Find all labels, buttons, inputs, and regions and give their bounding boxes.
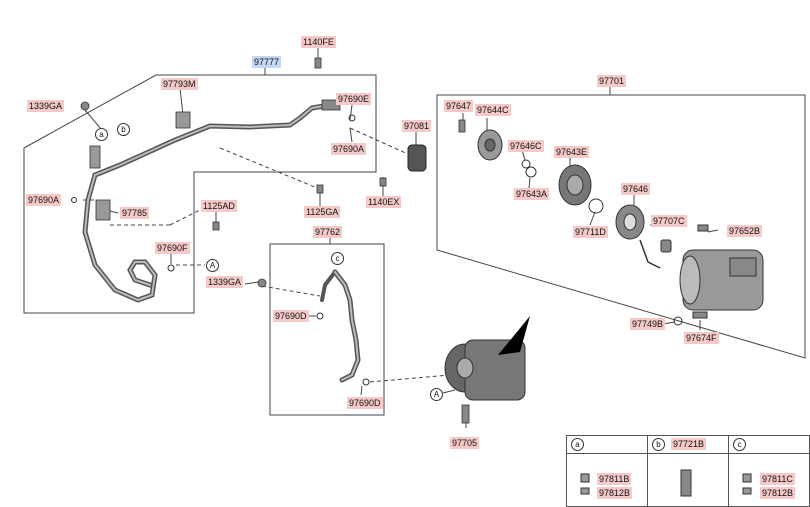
variant-col-a bbox=[567, 436, 648, 506]
label-97762[interactable]: 97762 bbox=[313, 226, 343, 238]
fitting-icon-c2 bbox=[742, 487, 752, 495]
label-97811C[interactable]: 97811C bbox=[760, 473, 795, 485]
label-1140EX[interactable]: 1140EX bbox=[366, 196, 402, 208]
clutch-disc-97644C bbox=[477, 129, 503, 161]
nut-1339GA-top bbox=[80, 101, 90, 111]
bolt-1125AD bbox=[212, 221, 220, 231]
table-callout-c: c bbox=[733, 438, 746, 451]
compressor-assembly bbox=[444, 339, 526, 401]
table-part-icons bbox=[580, 469, 752, 497]
callout-A-bottom: A bbox=[430, 388, 443, 401]
label-97690A-right[interactable]: 97690A bbox=[331, 143, 367, 155]
label-97785[interactable]: 97785 bbox=[120, 207, 150, 219]
receiver-drier bbox=[407, 144, 427, 172]
snap-ring-97643A bbox=[525, 166, 537, 178]
label-97711D[interactable]: 97711D bbox=[573, 226, 608, 238]
label-97701[interactable]: 97701 bbox=[597, 75, 627, 87]
bolt-1140FE bbox=[314, 57, 322, 69]
label-97707C[interactable]: 97707C bbox=[651, 215, 687, 227]
bolt-97647 bbox=[458, 119, 466, 133]
callout-b: b bbox=[117, 123, 130, 136]
hose-assembly-frame bbox=[23, 74, 377, 314]
pulley-97643E bbox=[558, 164, 592, 206]
compressor-frame bbox=[436, 94, 806, 359]
label-97793M[interactable]: 97793M bbox=[161, 78, 198, 90]
label-97690D-1[interactable]: 97690D bbox=[273, 310, 309, 322]
oring-97690A-l bbox=[71, 197, 77, 203]
label-97721B[interactable]: 97721B bbox=[671, 438, 707, 450]
hose-bracket-a bbox=[89, 145, 101, 169]
label-97646[interactable]: 97646 bbox=[621, 183, 651, 195]
bolt-97705 bbox=[461, 404, 470, 424]
callout-a: a bbox=[95, 128, 108, 141]
label-97812B-c[interactable]: 97812B bbox=[760, 487, 796, 499]
label-1125AD[interactable]: 1125AD bbox=[201, 200, 237, 212]
hose-bracket-c bbox=[175, 111, 191, 129]
sensor-icon-b bbox=[680, 469, 692, 497]
label-97690F[interactable]: 97690F bbox=[155, 242, 190, 254]
label-1339GA-top[interactable]: 1339GA bbox=[27, 100, 65, 112]
variant-table: a b 97721B c 97811B 97812B 97811C 97812B bbox=[566, 435, 810, 507]
label-97646C[interactable]: 97646C bbox=[508, 140, 544, 152]
label-97674F[interactable]: 97674F bbox=[684, 332, 719, 344]
label-1125GA[interactable]: 1125GA bbox=[304, 206, 341, 218]
label-97690A-left[interactable]: 97690A bbox=[26, 194, 62, 206]
shim-97711D bbox=[588, 198, 604, 214]
bolt-1140EX bbox=[379, 177, 387, 187]
pointer-arrow bbox=[498, 316, 530, 355]
callout-A-top: A bbox=[206, 259, 219, 272]
suction-hose-frame bbox=[269, 243, 385, 416]
variant-col-b bbox=[648, 436, 729, 506]
compressor-body-exploded bbox=[679, 249, 764, 311]
label-97643A[interactable]: 97643A bbox=[514, 188, 550, 200]
variant-table-header bbox=[567, 436, 809, 454]
clip-97652B bbox=[697, 224, 709, 232]
label-97081[interactable]: 97081 bbox=[402, 120, 432, 132]
bolt-1125GA bbox=[316, 184, 324, 194]
label-97811B[interactable]: 97811B bbox=[597, 473, 632, 485]
fitting-icon-a2 bbox=[580, 487, 590, 495]
label-97690E[interactable]: 97690E bbox=[336, 93, 372, 105]
valve-97674F bbox=[692, 311, 708, 319]
label-1339GA-mid[interactable]: 1339GA bbox=[206, 276, 244, 288]
label-97690D-2[interactable]: 97690D bbox=[347, 397, 383, 409]
bearing-97707C bbox=[660, 239, 672, 253]
label-1140FE[interactable]: 1140FE bbox=[301, 36, 336, 48]
callout-c: c bbox=[331, 252, 344, 265]
label-97812B-a[interactable]: 97812B bbox=[597, 487, 633, 499]
fitting-icon-a1 bbox=[580, 473, 590, 483]
fitting-icon-c1 bbox=[742, 473, 752, 483]
oring-97690D-1 bbox=[316, 312, 324, 320]
label-97643E[interactable]: 97643E bbox=[554, 146, 590, 158]
nut-1339GA-mid bbox=[257, 278, 267, 288]
label-97647[interactable]: 97647 bbox=[444, 100, 474, 112]
hose-fitting-top bbox=[321, 99, 341, 111]
label-97749B[interactable]: 97749B bbox=[630, 318, 666, 330]
snap-ring-97646C bbox=[521, 159, 531, 169]
ring-97749B bbox=[673, 316, 683, 326]
label-97777[interactable]: 97777 bbox=[252, 56, 282, 68]
table-callout-a: a bbox=[571, 438, 584, 451]
oring-97690E bbox=[348, 114, 356, 122]
hose-bracket-b bbox=[95, 199, 111, 221]
field-coil-97646 bbox=[615, 204, 661, 269]
label-97652B[interactable]: 97652B bbox=[727, 225, 763, 237]
label-97705[interactable]: 97705 bbox=[450, 437, 480, 449]
table-callout-b: b bbox=[652, 438, 665, 451]
label-97644C[interactable]: 97644C bbox=[475, 104, 511, 116]
oring-97690D-2 bbox=[362, 378, 370, 386]
oring-97690F bbox=[167, 264, 175, 272]
